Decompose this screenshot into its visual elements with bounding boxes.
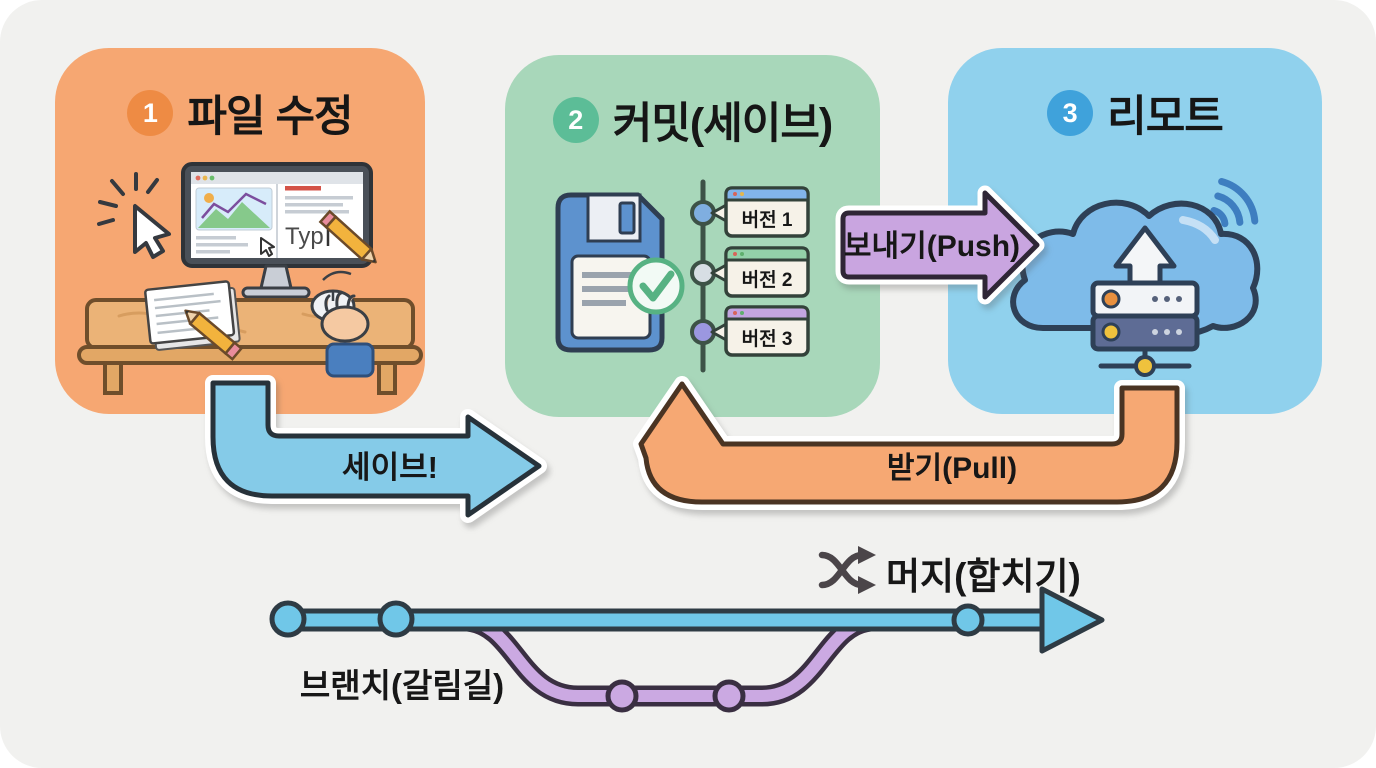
panel-file-edit-title: 파일 수정 (187, 93, 353, 141)
panel-remote-title: 리모트 (1107, 93, 1224, 141)
commit-illustration: 버전 1 버전 2 버전 3 (555, 179, 810, 373)
floppy-disk-icon (555, 192, 665, 353)
version-2-label: 버전 2 (742, 269, 793, 291)
version-3-label: 버전 3 (742, 328, 793, 350)
step-3-badge: 3 (1047, 90, 1094, 136)
step-1-badge: 1 (127, 90, 174, 136)
remote-illustration (1010, 178, 1261, 377)
wifi-icon (1210, 178, 1259, 228)
monitor-typed-text: Typ (285, 223, 324, 250)
version-box-3: 버전 3 (710, 305, 810, 357)
check-icon (627, 257, 685, 315)
hand (320, 291, 375, 378)
server-icon (1090, 280, 1200, 352)
commit-timeline (690, 179, 716, 373)
desk-pencil-icon (184, 309, 244, 361)
panel-file-edit-header: 1 파일 수정 (55, 82, 425, 144)
panel-commit-title: 커밋(세이브) (612, 100, 833, 148)
step-2-badge: 2 (552, 97, 599, 143)
version-box-1: 버전 1 (710, 186, 810, 238)
version-1-label: 버전 1 (742, 209, 793, 231)
monitor-icon: Typ (181, 162, 377, 299)
screen-pencil-icon (318, 209, 377, 264)
panel-remote-header: 3 리모트 (948, 82, 1322, 144)
desk-scene-illustration: Typ (77, 162, 423, 395)
panel-commit-header: 2 커밋(세이브) (505, 89, 880, 151)
version-box-2: 버전 2 (710, 246, 810, 298)
cursor-icon (97, 172, 171, 259)
network-node-icon (1098, 349, 1192, 377)
